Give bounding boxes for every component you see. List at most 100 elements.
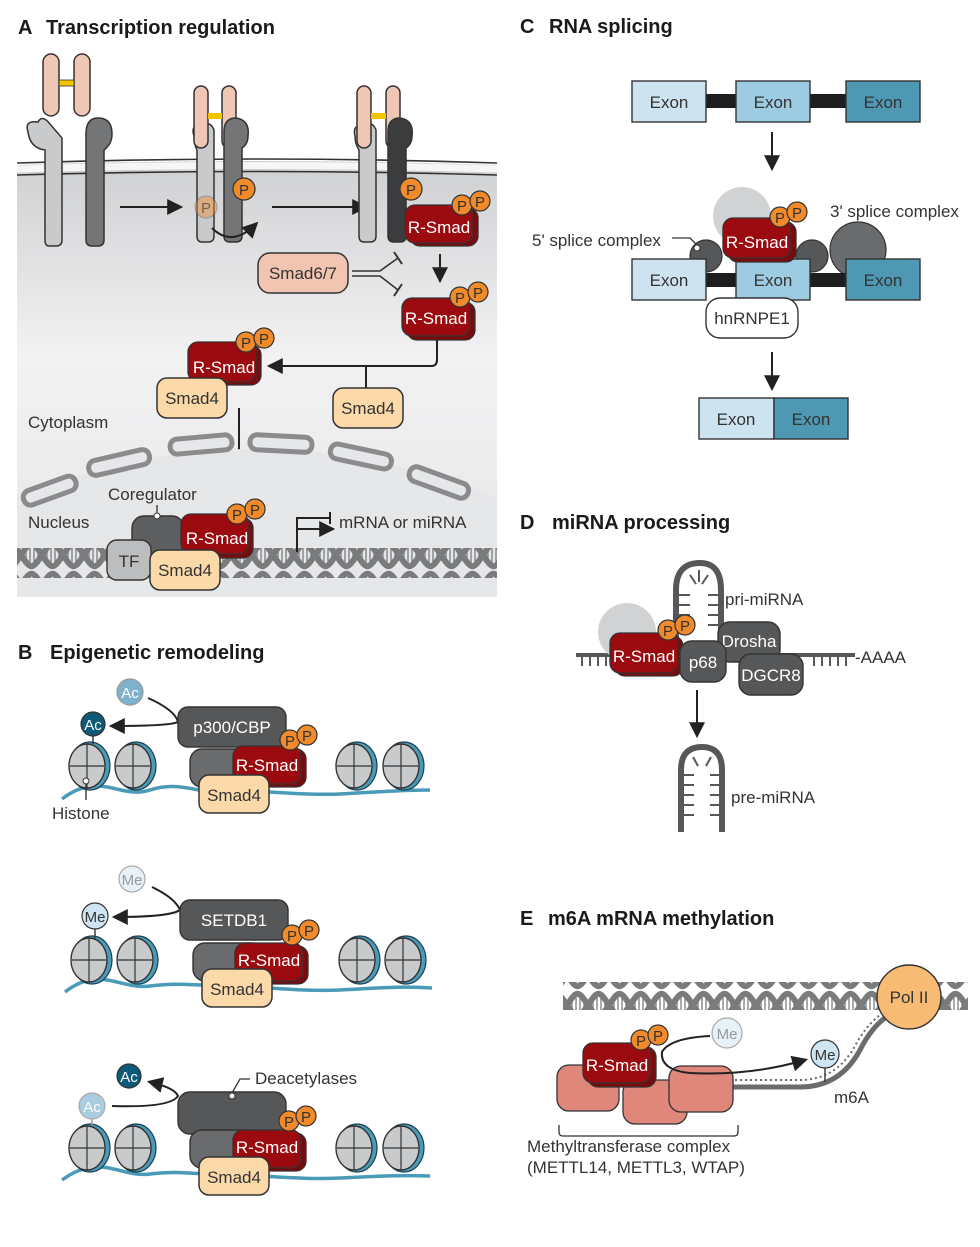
- svg-text:Me: Me: [122, 872, 143, 889]
- svg-text:R-Smad: R-Smad: [586, 1056, 648, 1075]
- receptor-type2-inactive: [26, 117, 63, 247]
- svg-text:P: P: [457, 198, 467, 215]
- panel-c: C RNA splicing Exon Exon Exon: [520, 16, 959, 440]
- svg-text:Ac: Ac: [120, 1069, 138, 1086]
- pre-mirna-hairpin: [678, 743, 725, 832]
- svg-text:P: P: [406, 182, 416, 199]
- svg-text:R-Smad: R-Smad: [238, 951, 300, 970]
- acetyl-group-donor: [116, 678, 144, 706]
- svg-text:Pol II: Pol II: [890, 988, 929, 1007]
- methyl-donor: Me: [711, 1017, 743, 1049]
- panel-a-title: Transcription regulation: [46, 17, 275, 39]
- panel-c-letter: C: [520, 16, 534, 38]
- active-receptor-complex: [353, 85, 413, 243]
- panel-b-letter: B: [18, 642, 32, 664]
- svg-text:Exon: Exon: [864, 93, 903, 112]
- dna-helix-nucleus: [17, 548, 497, 578]
- panel-a-letter: A: [18, 17, 32, 39]
- svg-text:Smad4: Smad4: [207, 1168, 261, 1187]
- microprocessor-complex: R-Smad P P Drosha p68 DGCR8: [598, 603, 804, 696]
- svg-text:Me: Me: [717, 1026, 738, 1043]
- svg-text:Ac: Ac: [121, 685, 139, 702]
- svg-text:P: P: [302, 728, 312, 745]
- svg-text:Smad4: Smad4: [165, 389, 219, 408]
- smad6-7-inhibitor: Smad6/7: [257, 252, 349, 294]
- svg-text:R-Smad: R-Smad: [236, 1138, 298, 1157]
- inhibition-lines: [352, 257, 399, 291]
- nucleosome: [114, 741, 157, 791]
- transcription-start-site: [296, 512, 336, 552]
- svg-text:Me: Me: [85, 909, 106, 926]
- m6a-methyl-mark: Me: [810, 1039, 840, 1082]
- nucleosome: [338, 935, 381, 985]
- methyl-group-transferred: [81, 902, 109, 930]
- ligand-dimer-free: [42, 53, 91, 117]
- m6a-label: m6A: [834, 1088, 870, 1107]
- complex-bracket: [558, 1125, 739, 1137]
- svg-text:Exon: Exon: [754, 93, 793, 112]
- nucleosome: [382, 1123, 425, 1173]
- cell-membrane-outer: [16, 158, 498, 164]
- nucleosome: [335, 741, 378, 791]
- methyltransferase-components-label: (METTL14, METTL3, WTAP): [527, 1158, 745, 1177]
- deacetylation-scene: Ac Ac Deacetylases R-Smad P P Smad4: [60, 1063, 431, 1196]
- dgcr8-protein: [738, 653, 804, 696]
- panel-b: B Epigenetic remodeling Histone Ac Ac p3…: [18, 642, 433, 1196]
- svg-text:P: P: [259, 331, 269, 348]
- svg-text:p68: p68: [689, 653, 717, 672]
- svg-text:Exon: Exon: [864, 271, 903, 290]
- smad4-free: Smad4: [332, 387, 404, 429]
- methyltransferase-complex: R-Smad P P: [556, 1024, 734, 1125]
- svg-text:P: P: [250, 502, 260, 519]
- inhibition-bar-1: [393, 251, 403, 265]
- svg-text:P: P: [284, 1114, 294, 1131]
- svg-text:R-Smad: R-Smad: [236, 756, 298, 775]
- arrow-complex-formation: [266, 340, 438, 374]
- pre-mirna-label: pre-miRNA: [731, 788, 816, 807]
- svg-text:Ac: Ac: [83, 1099, 101, 1116]
- svg-text:P: P: [285, 733, 295, 750]
- phospho-transfer-faded: P: [194, 195, 218, 219]
- svg-text:P: P: [636, 1033, 646, 1050]
- poly-a-tail-label: -AAAA: [855, 648, 907, 667]
- panel-a: A Transcription regulation: [16, 17, 498, 597]
- nucleus-label: Nucleus: [28, 513, 89, 532]
- cytoplasm-label: Cytoplasm: [28, 413, 108, 432]
- panel-e: E m6A mRNA methylation Pol II R-Smad P P…: [520, 908, 968, 1177]
- transcript-product-label: mRNA or miRNA: [339, 513, 467, 532]
- phospho-receptor-2: P: [232, 177, 256, 201]
- hnrnpe1-protein: [705, 297, 799, 339]
- svg-text:P: P: [232, 507, 242, 524]
- phosphorylation-arrow: [211, 221, 259, 239]
- svg-text:P: P: [653, 1028, 663, 1045]
- panel-d-letter: D: [520, 512, 534, 534]
- ligand-receptor-complex: [192, 85, 249, 243]
- svg-text:P: P: [241, 335, 251, 352]
- svg-text:R-Smad: R-Smad: [408, 218, 470, 237]
- setdb1-protein: [179, 899, 289, 941]
- svg-text:P: P: [239, 182, 249, 199]
- nucleosome: [68, 741, 111, 791]
- svg-text:P: P: [680, 618, 690, 635]
- svg-text:P: P: [473, 285, 483, 302]
- svg-text:Drosha: Drosha: [722, 632, 777, 651]
- coregulator-label: Coregulator: [108, 485, 197, 504]
- phospho-receptor-3: P: [399, 177, 423, 201]
- acetyl-group-released: [116, 1063, 142, 1089]
- r-smad-smad4-complex-cytoplasm: R-Smad P P Smad4: [156, 327, 275, 419]
- svg-text:Smad4: Smad4: [341, 399, 395, 418]
- svg-text:P: P: [287, 928, 297, 945]
- methyl-group-donor: [118, 865, 146, 893]
- pre-mrna: Exon Exon Exon: [631, 80, 921, 123]
- exon-3: [845, 80, 921, 123]
- svg-text:Ac: Ac: [84, 717, 102, 734]
- pol-ii: Pol II: [876, 964, 942, 1030]
- svg-text:P: P: [663, 623, 673, 640]
- methyltransferase-complex-label: Methyltransferase complex: [527, 1137, 731, 1156]
- acetylation-scene: Histone Ac Ac p300/CBP R-Smad P P Smad4: [52, 678, 431, 823]
- svg-text:Me: Me: [815, 1047, 836, 1064]
- svg-text:Smad6/7: Smad6/7: [269, 264, 337, 283]
- svg-text:hnRNPE1: hnRNPE1: [714, 309, 790, 328]
- acetyl-group-removed-site: [78, 1092, 106, 1120]
